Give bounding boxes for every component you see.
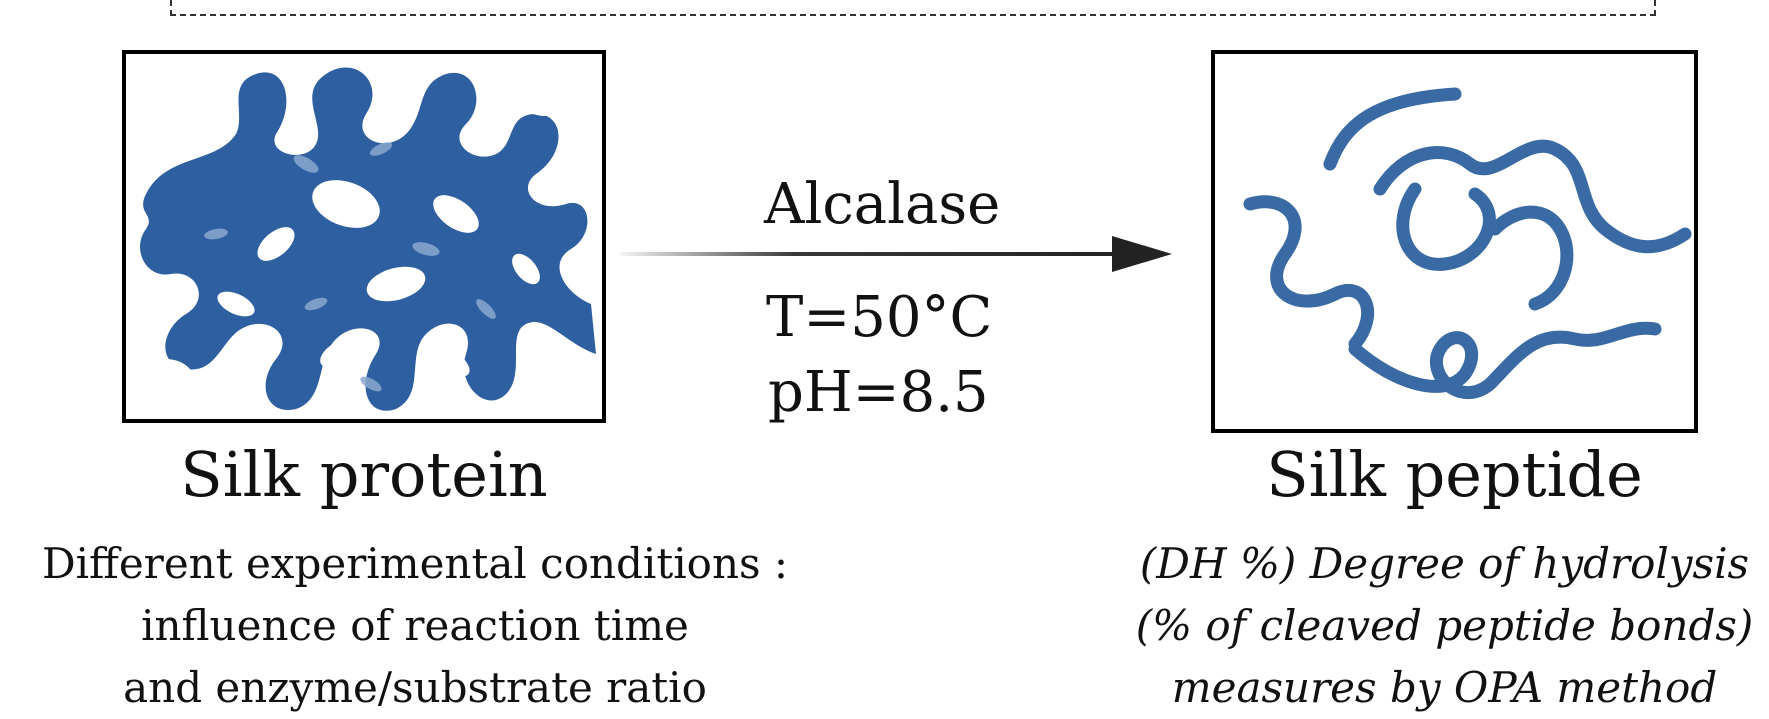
silk-peptide-image [1211,50,1698,433]
reaction-arrow [620,220,1180,290]
experimental-conditions-notes: Different experimental conditions : infl… [0,533,830,719]
silk-peptide-label: Silk peptide [1266,438,1643,511]
conditions-note-line: influence of reaction time [141,601,689,650]
conditions-note-line: and enzyme/substrate ratio [123,663,707,712]
hydrolysis-note-line: (% of cleaved peptide bonds) [1135,601,1754,650]
hydrolysis-note-line: measures by OPA method [1171,663,1718,712]
hydrolysis-note-line: (DH %) Degree of hydrolysis [1139,539,1750,588]
silk-protein-label: Silk protein [180,438,548,511]
silk-peptide-chains-graphic [1243,87,1692,399]
ph-label: pH=8.5 [768,360,989,425]
silk-protein-structure-graphic [136,67,596,411]
degree-of-hydrolysis-notes: (DH %) Degree of hydrolysis (% of cleave… [1120,533,1769,719]
title-frame [170,0,1656,16]
conditions-note-line: Different experimental conditions : [41,539,789,588]
enzyme-label: Alcalase [764,172,1001,237]
temperature-label: T=50°C [766,285,993,350]
silk-protein-image [122,50,606,423]
